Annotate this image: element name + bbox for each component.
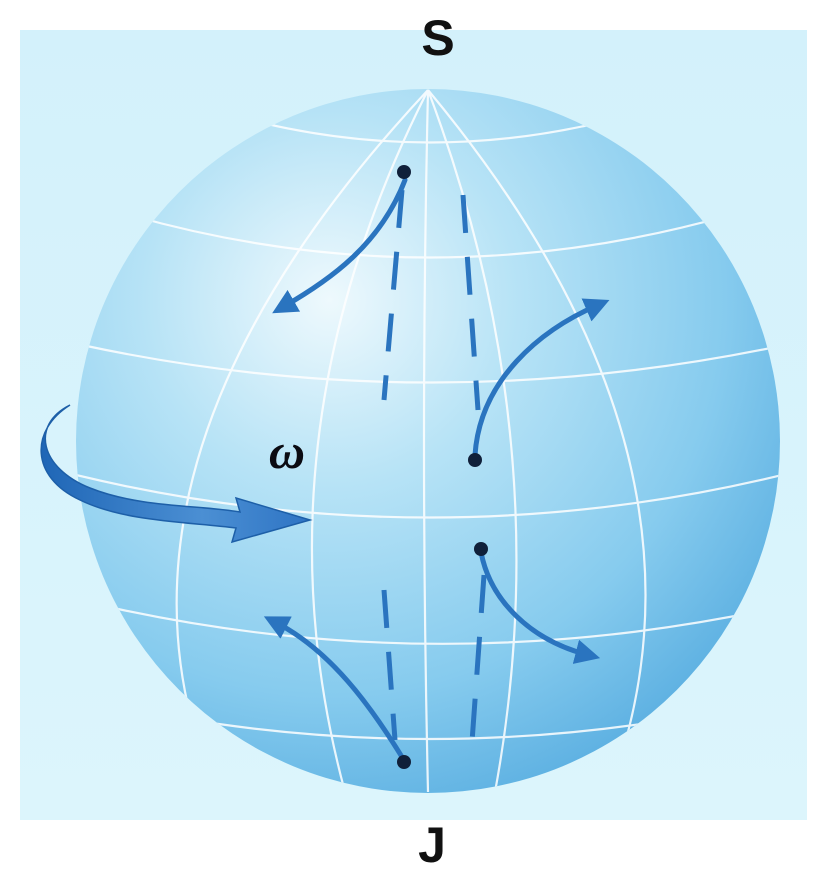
point-lower-left [397, 755, 411, 769]
latitude-line [81, 343, 780, 384]
meridian-line [422, 89, 430, 793]
latitude-line [179, 716, 681, 741]
dashed-guide-lower-right [469, 574, 487, 743]
globe [76, 89, 780, 793]
latitude-line [99, 603, 766, 645]
south-pole-label: J [418, 817, 446, 870]
sphere-body [76, 89, 780, 793]
grid-lines [76, 89, 780, 793]
start-points [397, 165, 488, 769]
curved-rotation-arrow-icon [40, 404, 313, 544]
point-upper-right [468, 453, 482, 467]
curved-deflection-arrow-icon [263, 616, 405, 760]
meridian-line [175, 89, 429, 751]
curved-deflection-arrow-icon [272, 177, 408, 314]
rotation-arrow-body [40, 404, 313, 544]
north-pole-label: S [421, 10, 454, 66]
dashed-guide-upper-right [460, 194, 481, 411]
dashed-guides [381, 189, 487, 743]
meridian-line [426, 89, 518, 793]
meridian-line [427, 89, 647, 761]
latitude-line [249, 118, 611, 144]
latitude-line [129, 213, 731, 259]
rotation-omega-label: ω [269, 423, 305, 479]
curved-deflection-arrow-icon [478, 549, 601, 664]
curved-deflection-arrow-icon [472, 298, 610, 458]
point-upper-left [397, 165, 411, 179]
dashed-guide-upper-left [381, 189, 405, 401]
deflection-arrows [263, 177, 610, 760]
point-lower-right [474, 542, 488, 556]
meridian-line [310, 89, 429, 793]
dashed-guide-lower-left [381, 589, 398, 741]
equator-line [76, 473, 780, 519]
